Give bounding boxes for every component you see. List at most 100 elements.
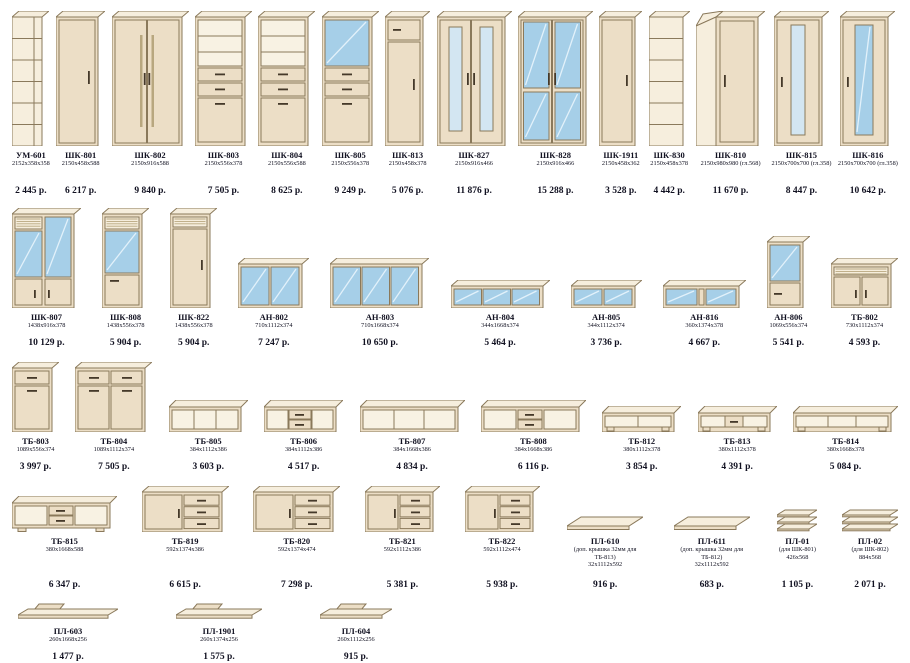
furniture-illustration <box>364 480 440 532</box>
product-dims: 710x1112x374 <box>255 322 293 329</box>
furniture-illustration <box>111 8 189 146</box>
furniture-illustration <box>141 480 229 532</box>
product-code: ШК-810 <box>715 150 747 160</box>
product-price: 5 904 р. <box>109 338 142 348</box>
product-price: 7 298 р. <box>281 580 313 590</box>
product-dims: 2150x980x980 (гл.568) <box>700 160 761 167</box>
product-price: 5 938 р. <box>486 580 518 590</box>
product-dims: 2150x556x588 <box>267 160 306 167</box>
tv-stand-open-drawing <box>168 400 248 432</box>
product-code: ТБ-802 <box>851 312 878 322</box>
furniture-illustration <box>773 8 829 146</box>
shelf-pack-wide-drawing <box>842 509 898 532</box>
product-dims: 592x1112x474 <box>483 546 521 553</box>
product-dims: 384x1668x386 <box>514 446 553 453</box>
product-price: 8 447 р. <box>785 186 818 196</box>
cabinet-glass-drawers-drawing <box>321 11 379 146</box>
product-code: ШК-828 <box>539 150 571 160</box>
product-price: 5 541 р. <box>772 338 805 348</box>
product-code: АН-816 <box>690 312 719 322</box>
product-price: 5 076 р. <box>391 186 424 196</box>
tv-stand-low-wide-drawing <box>793 406 898 432</box>
product-code: ШК-807 <box>30 312 63 322</box>
furniture-illustration <box>321 8 379 146</box>
wall-shelf-medium-drawing <box>176 603 262 619</box>
product-price: 4 517 р. <box>287 462 320 472</box>
furniture-illustration <box>56 8 106 146</box>
wall-shelf-short-drawing <box>320 603 392 619</box>
product-price: 3 997 р. <box>19 462 52 472</box>
product-code: ТБ-813 <box>723 436 751 446</box>
product-code: АН-806 <box>774 312 803 322</box>
product-code: ТБ-819 <box>171 536 199 546</box>
wall-cabinet-2glass-drawing <box>238 258 310 308</box>
product-code: ШК-1911 <box>603 150 639 160</box>
product-dims: 32x1112x592 <box>694 561 729 569</box>
chest-2drawer-2door-drawing <box>75 362 153 432</box>
product-card: ПЛ-610(доп. крышка 32мм для ТБ-813)32x11… <box>564 480 646 590</box>
wardrobe-2door-mirror-drawing <box>436 11 512 146</box>
product-price: 3 854 р. <box>626 462 658 472</box>
product-price: 9 249 р. <box>334 186 366 196</box>
product-dims: 2150x916x466 <box>536 160 575 167</box>
product-dims: 2150x556x378 <box>331 160 370 167</box>
product-price: 916 р. <box>592 580 618 590</box>
product-price: 683 р. <box>699 580 724 590</box>
furniture-illustration <box>517 8 593 146</box>
product-dims: 260x1374x256 <box>200 636 238 643</box>
open-shelf-unit-drawing <box>648 11 690 146</box>
product-dims: 710x1668x374 <box>361 322 399 329</box>
product-info: ПЛ-611(доп. крышка 32мм для ТБ-812)32x11… <box>671 534 753 590</box>
product-code: АН-805 <box>591 312 621 322</box>
wardrobe-2door-glass-drawing <box>517 11 593 146</box>
corner-wardrobe-glass-drawing <box>840 11 896 146</box>
wall-cabinet-3glass-drawing <box>330 258 430 308</box>
product-code: АН-803 <box>365 312 395 322</box>
product-note: (доп. крышка 32мм для ТБ-812) <box>680 546 744 561</box>
product-dims: 360x1374x378 <box>685 322 724 329</box>
tv-stand-open-wide-drawing <box>359 400 465 432</box>
furniture-illustration <box>238 206 310 308</box>
wardrobe-2door-drawing <box>111 11 189 146</box>
product-dims: 380x1112x378 <box>718 446 756 453</box>
furniture-illustration <box>18 596 118 622</box>
display-1door-glass-drawing <box>102 208 150 308</box>
product-code: ШК-801 <box>65 150 97 160</box>
furniture-illustration <box>168 358 248 432</box>
furniture-illustration <box>662 206 746 308</box>
product-code: ПЛ-1901 <box>202 626 236 636</box>
tall-corner-shelf-drawing <box>12 11 50 146</box>
product-price: 10 129 р. <box>28 338 65 348</box>
product-dims: 1089x556x374 <box>16 446 55 453</box>
wall-shelf-2glass-drawing <box>570 280 642 308</box>
product-code: ШК-808 <box>110 312 142 322</box>
product-price: 2 445 р. <box>15 186 47 196</box>
